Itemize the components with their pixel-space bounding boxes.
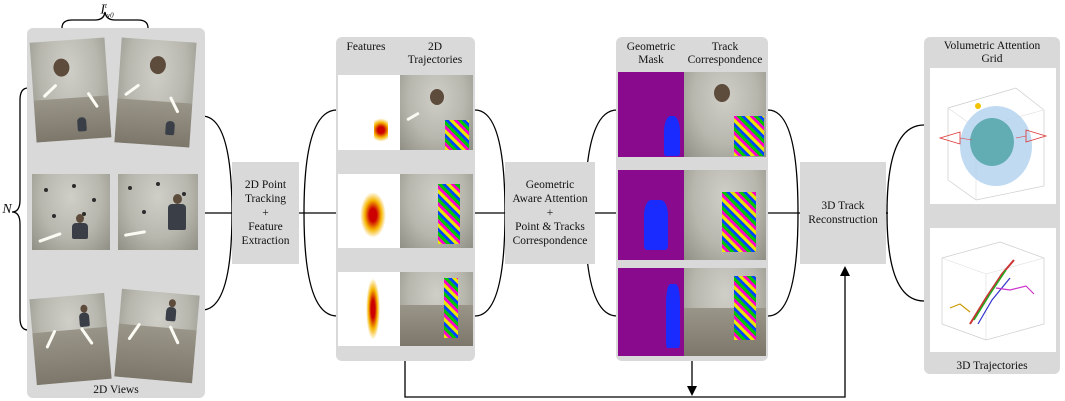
view-image <box>32 174 110 250</box>
trajectories-caption: 3D Trajectories <box>956 360 1028 372</box>
view-image <box>118 174 198 250</box>
view-image <box>114 37 197 148</box>
view-label-i: Itv0 <box>100 2 114 20</box>
feature-map <box>338 174 400 248</box>
correspondence-image <box>684 72 766 157</box>
attention-grid-plot <box>930 68 1056 204</box>
correspondence-image <box>684 268 766 356</box>
correspondence-image <box>684 170 766 260</box>
geometric-mask <box>618 72 684 157</box>
view-image <box>114 288 200 384</box>
trajectories-3d-plot <box>930 228 1056 352</box>
trajectory-image <box>400 75 473 150</box>
feature-map <box>338 75 400 150</box>
views-caption: 2D Views <box>93 384 139 396</box>
features-header: Features <box>346 41 386 53</box>
feature-map <box>338 272 400 346</box>
trajectory-image <box>400 272 473 346</box>
view-image <box>29 292 112 386</box>
trajectories-3d-svg <box>941 241 1045 341</box>
geometric-mask <box>618 170 684 260</box>
num-views-label: N <box>2 202 12 217</box>
trajectory-image <box>400 174 473 248</box>
geometric-mask <box>618 268 684 356</box>
attention-volume-svg <box>938 87 1048 201</box>
view-image <box>29 37 112 143</box>
